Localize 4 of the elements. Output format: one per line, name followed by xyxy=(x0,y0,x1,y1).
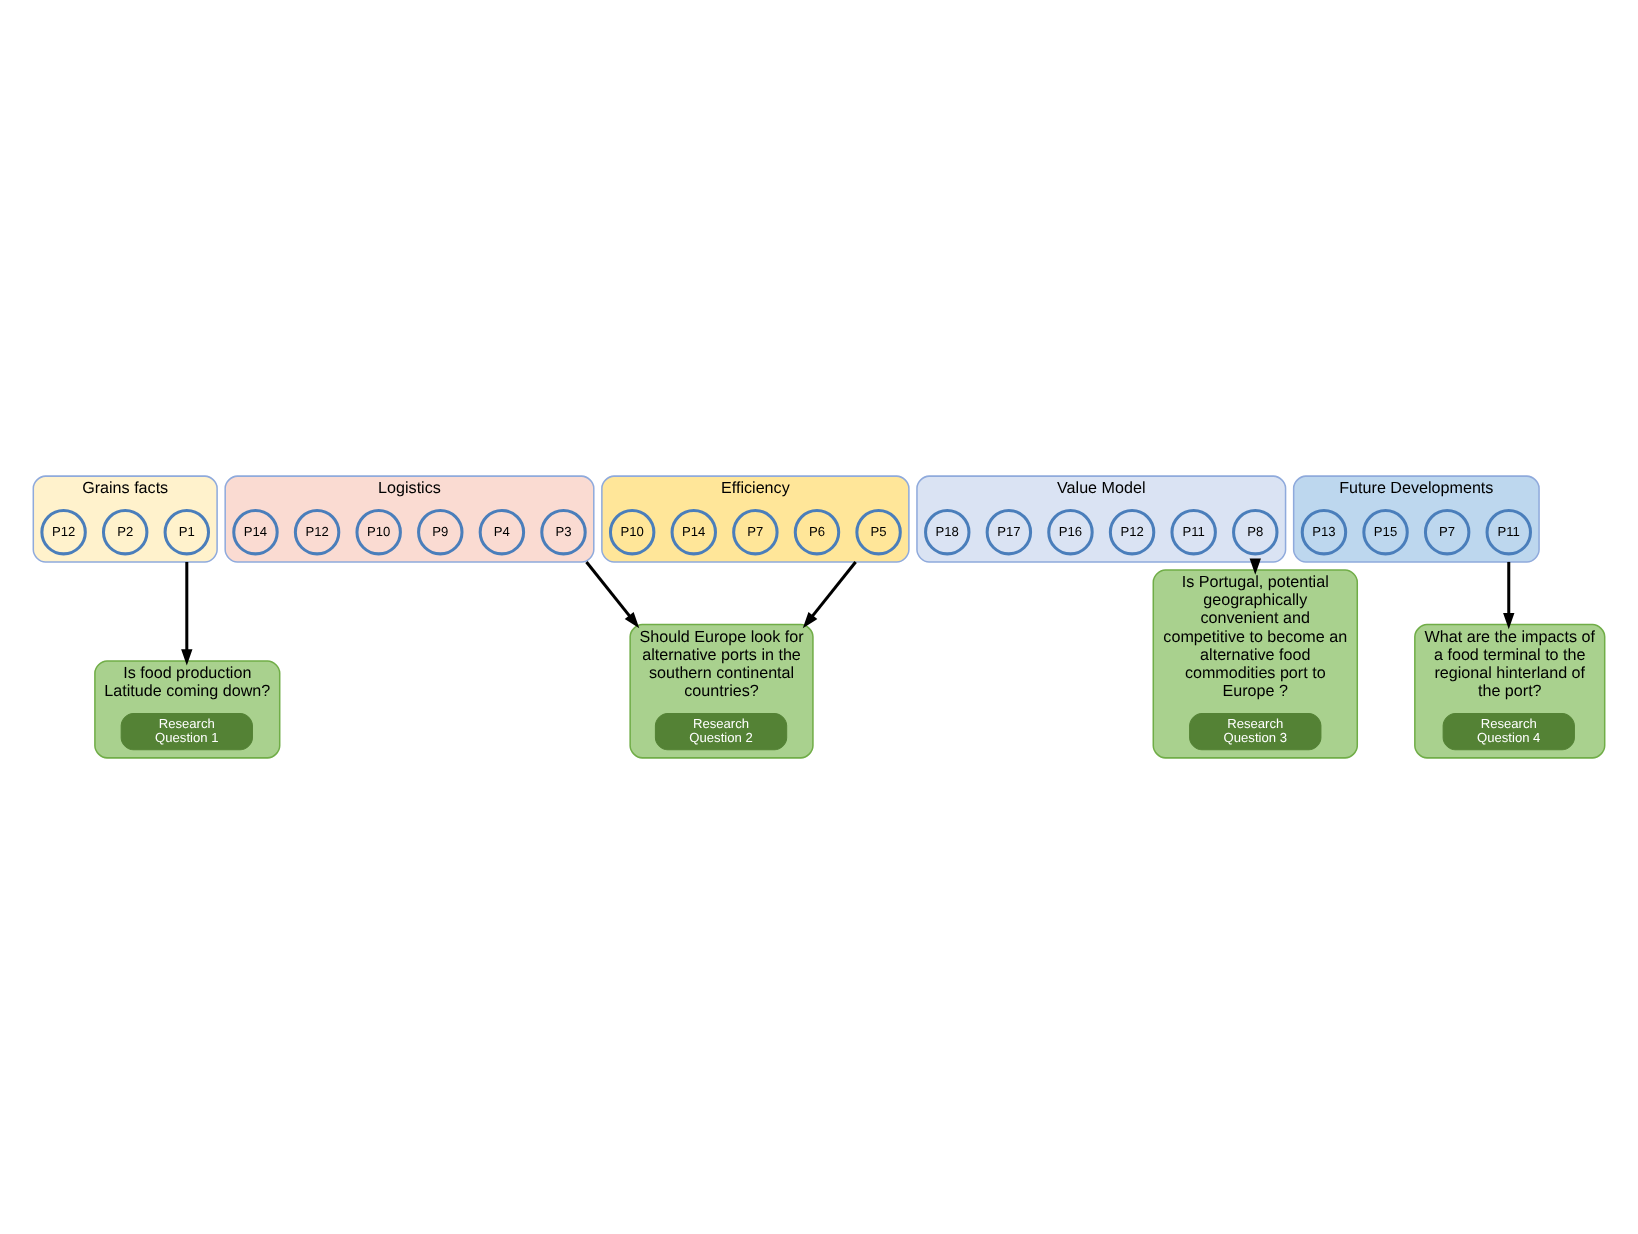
arrow xyxy=(802,561,857,629)
arrow xyxy=(1503,561,1515,630)
arrow xyxy=(181,561,193,666)
arrow xyxy=(585,561,640,629)
